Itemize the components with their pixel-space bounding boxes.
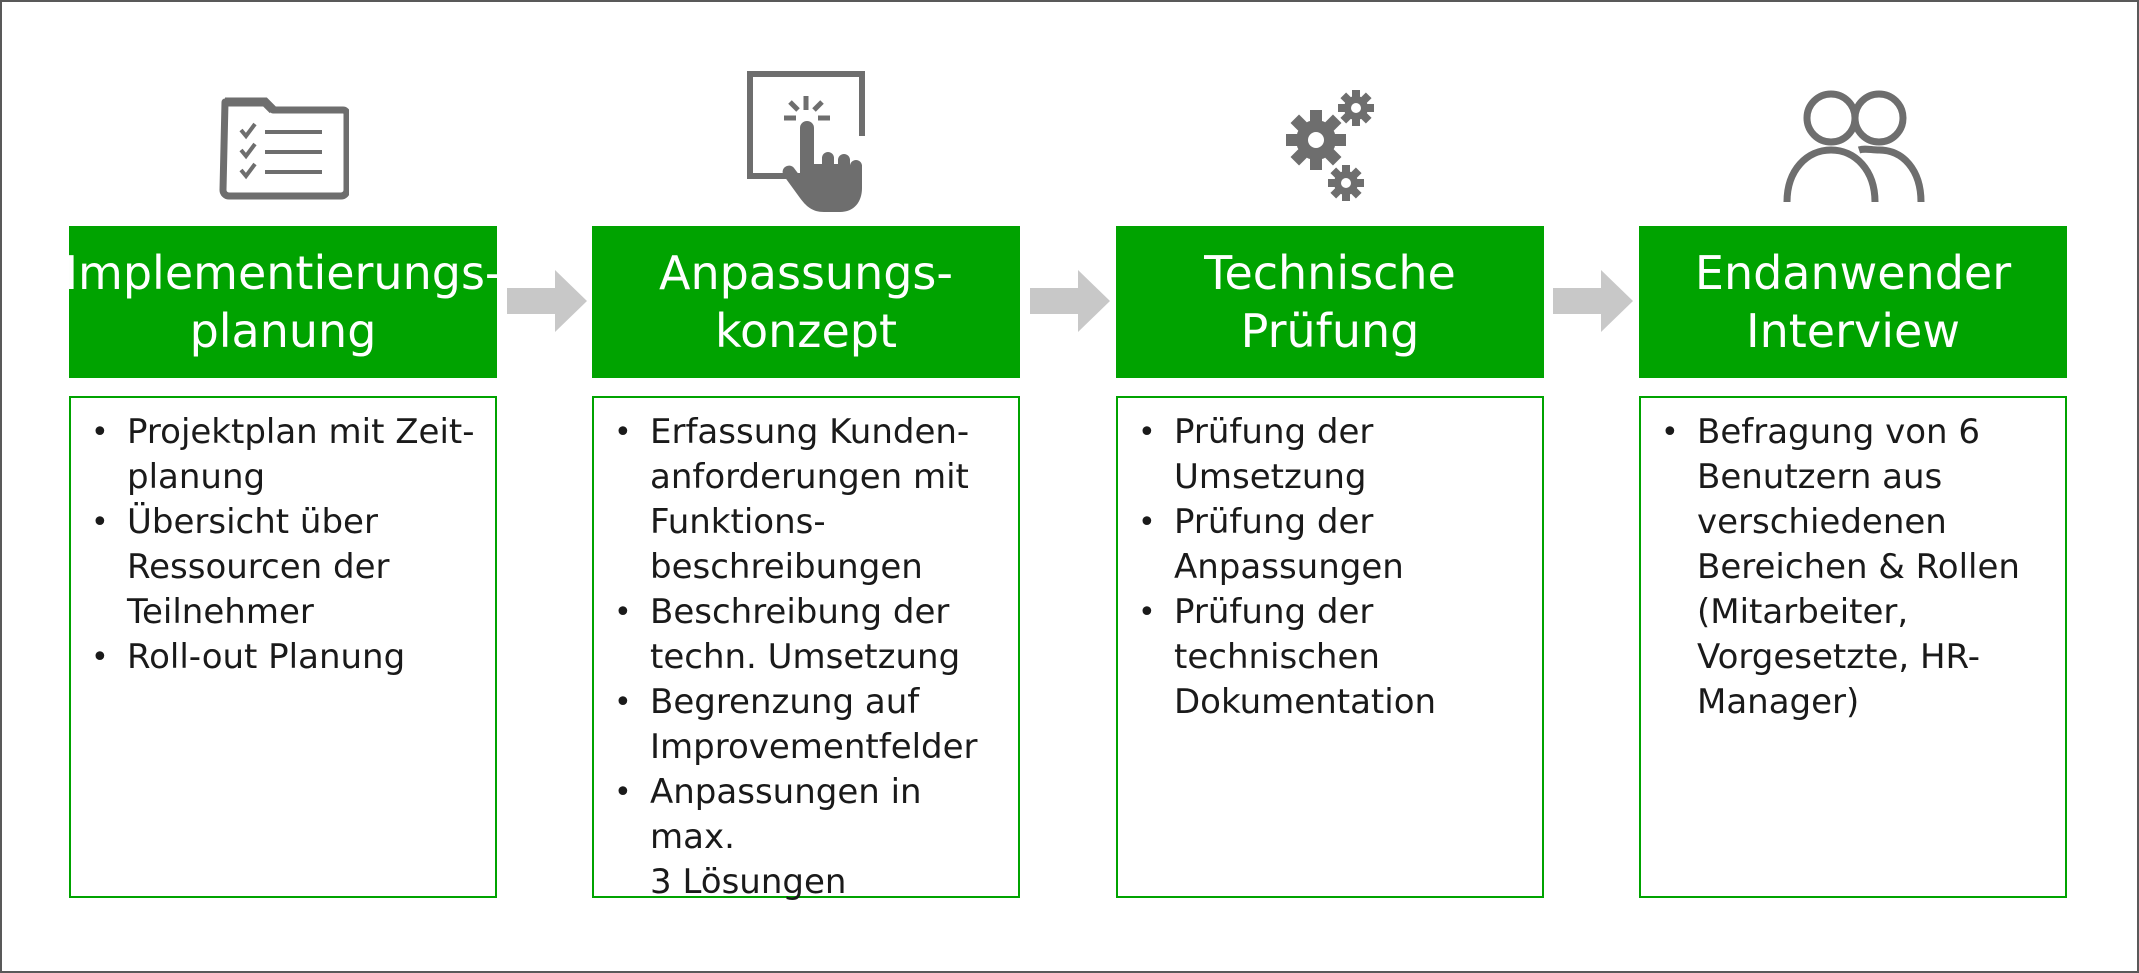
stage-details-box: Erfassung Kunden-anforderungen mitFunkti… [592, 396, 1020, 902]
bullet-text-line: planung [127, 457, 266, 497]
stage-title-line2: planung [189, 304, 377, 358]
stage-header: Implementierungs- planung [64, 226, 502, 378]
bullet-text-line: Improvementfelder [650, 727, 978, 767]
bullet-item: Befragung von 6 Benutzern aus verschiedene… [1661, 410, 2047, 725]
bullet-text-line: Roll-out Planung [127, 637, 406, 677]
bullet-text-line: Bereichen & Rollen [1697, 547, 2020, 587]
bullet-text-line: verschiedenen [1697, 502, 1947, 542]
bullet-text-line: (Mitarbeiter, [1697, 592, 1909, 632]
bullet-item: Anpassungen in max. 3 Lösungen [614, 770, 1000, 905]
bullet-text-line: beschreibungen [650, 547, 923, 587]
bullet-text-line: Prüfung der [1174, 592, 1374, 632]
bullet-text-line: anforderungen mit [650, 457, 969, 497]
bullet-list: Prüfung derUmsetzungPrüfung derAnpassung… [1118, 398, 1542, 725]
stage-endanwender-interview: Endanwender Interview Befragung von 6 Ben… [1639, 0, 2069, 973]
stage-title-line1: Anpassungs- [658, 246, 953, 300]
bullet-text-line: Anpassungen [1174, 547, 1404, 587]
stage-header: Anpassungs- konzept [592, 226, 1020, 378]
stage-details-box: Prüfung derUmsetzungPrüfung derAnpassung… [1116, 396, 1544, 898]
bullet-text-line: Vorgesetzte, HR- [1697, 637, 1981, 677]
bullet-text-line: Teilnehmer [127, 592, 314, 632]
stage-title-line2: Prüfung [1240, 304, 1420, 358]
bullet-text-line: techn. Umsetzung [650, 637, 961, 677]
bullet-text-line: Prüfung der [1174, 502, 1374, 542]
flow-arrow-3 [1553, 270, 1633, 332]
stage-title-line1: Technische [1204, 246, 1456, 300]
bullet-list: Befragung von 6 Benutzern aus verschiedene… [1641, 398, 2065, 725]
bullet-list: Projektplan mit Zeit-planungÜbersicht üb… [71, 398, 495, 680]
flow-arrow-1 [507, 270, 587, 332]
bullet-item: Beschreibung der techn. Umsetzung [614, 590, 1000, 680]
stage-header: Endanwender Interview [1639, 226, 2067, 378]
bullet-item: Projektplan mit Zeit-planung [91, 410, 477, 500]
gears-icon [1116, 70, 1546, 220]
bullet-item: Roll-out Planung [91, 635, 477, 680]
bullet-text-line: Funktions- [650, 502, 826, 542]
stage-title-line2: Interview [1746, 304, 1960, 358]
stage-details-box: Projektplan mit Zeit-planungÜbersicht üb… [69, 396, 497, 898]
stage-title-line2: konzept [715, 304, 897, 358]
bullet-text-line: Übersicht über [127, 502, 378, 542]
bullet-text-line: Beschreibung der [650, 592, 950, 632]
checklist-folder-icon [69, 70, 499, 220]
bullet-text-line: Befragung von 6 [1697, 412, 1981, 452]
stage-technische-pruefung: Technische Prüfung Prüfung derUmsetzungP… [1116, 0, 1546, 973]
stage-header: Technische Prüfung [1116, 226, 1544, 378]
bullet-text-line: Erfassung Kunden- [650, 412, 970, 452]
bullet-text-line: Manager) [1697, 682, 1860, 722]
stage-anpassungskonzept: Anpassungs- konzept Erfassung Kunden-anf… [592, 0, 1022, 973]
bullet-text-line: technischen [1174, 637, 1380, 677]
bullet-text-line: Dokumentation [1174, 682, 1437, 722]
bullet-text-line: Umsetzung [1174, 457, 1367, 497]
stage-implementierungsplanung: Implementierungs- planung Projektplan mi… [64, 0, 502, 973]
bullet-text-line: Projektplan mit Zeit- [127, 412, 475, 452]
bullet-text-line: 3 Lösungen [650, 862, 847, 902]
touch-screen-icon [592, 66, 1022, 216]
bullet-text-line: Anpassungen in max. [650, 772, 922, 857]
bullet-list: Erfassung Kunden-anforderungen mitFunkti… [594, 398, 1018, 905]
stage-title-line1: Endanwender [1694, 246, 2012, 300]
bullet-text-line: Benutzern aus [1697, 457, 1943, 497]
users-icon [1639, 70, 2069, 220]
bullet-text-line: Prüfung der [1174, 412, 1374, 452]
stage-title-line1: Implementierungs- [64, 246, 502, 300]
bullet-text-line: Begrenzung auf [650, 682, 920, 722]
flow-arrow-2 [1030, 270, 1110, 332]
stage-details-box: Befragung von 6 Benutzern aus verschiedene… [1639, 396, 2067, 898]
bullet-text-line: Ressourcen der [127, 547, 390, 587]
bullet-item: Erfassung Kunden-anforderungen mitFunkti… [614, 410, 1000, 590]
